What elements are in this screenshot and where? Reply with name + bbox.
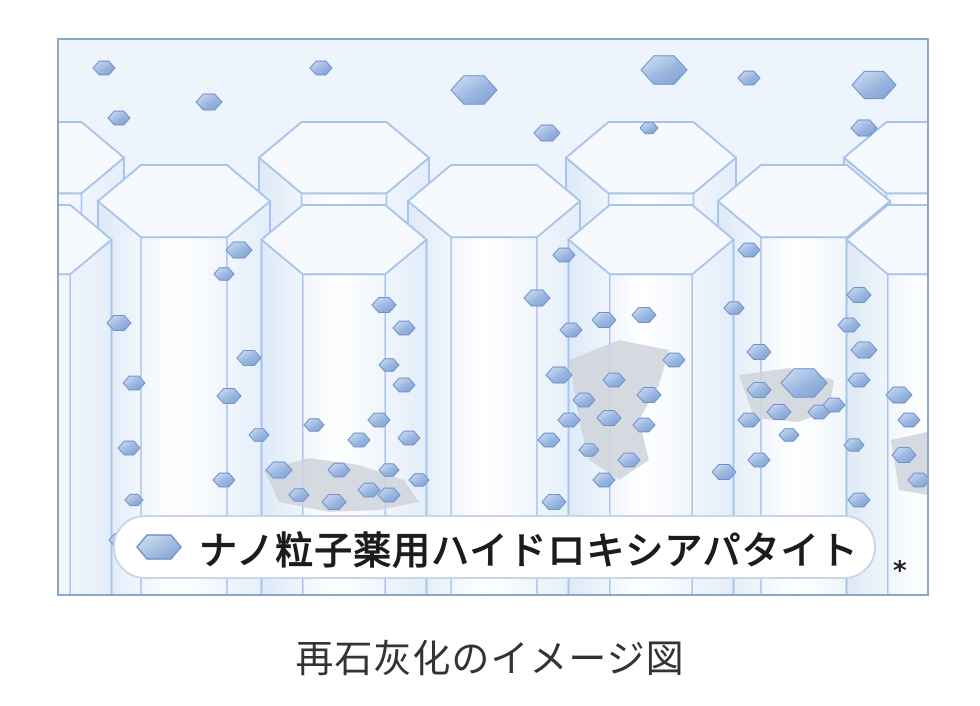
particle <box>850 119 878 137</box>
particle <box>631 307 657 323</box>
particle <box>639 121 659 135</box>
particle <box>837 317 861 333</box>
particle <box>213 267 235 281</box>
particle <box>723 301 745 315</box>
prism-top <box>716 164 892 239</box>
particle <box>747 452 771 468</box>
particle <box>195 93 223 111</box>
particle <box>236 350 262 366</box>
particle <box>216 388 242 404</box>
particle <box>592 472 616 488</box>
particle <box>303 418 325 432</box>
particle <box>367 412 391 428</box>
particle <box>248 428 270 442</box>
particle <box>847 492 871 508</box>
particle <box>408 473 430 487</box>
particle <box>392 320 416 336</box>
particle <box>288 488 310 502</box>
prism-top <box>259 204 429 276</box>
hexagon-particle-icon <box>136 534 182 560</box>
particle <box>640 55 688 85</box>
particle <box>523 289 551 307</box>
particle <box>397 430 421 446</box>
particle <box>572 392 596 408</box>
particle <box>309 60 333 76</box>
particle <box>746 382 772 398</box>
prism-top <box>59 121 126 195</box>
prism-top <box>844 204 927 276</box>
particle <box>117 440 141 456</box>
particle <box>537 432 561 448</box>
remineralization-illustration <box>57 38 929 596</box>
particle <box>541 494 567 510</box>
prism-top <box>564 121 738 195</box>
prism-body <box>59 238 113 594</box>
particle <box>847 372 871 388</box>
particle <box>617 452 641 468</box>
particle <box>552 247 576 263</box>
hydroxyapatite-particles <box>92 55 927 548</box>
particle <box>212 472 236 488</box>
prism-top <box>406 164 582 239</box>
particle <box>265 461 293 479</box>
particle <box>377 487 401 503</box>
particle <box>897 412 921 428</box>
prism-top <box>59 204 114 276</box>
particle <box>846 287 872 303</box>
particle <box>851 70 897 100</box>
particle <box>327 462 351 478</box>
particle <box>891 447 917 463</box>
prism-top <box>257 121 431 195</box>
particle <box>357 482 381 498</box>
particle <box>107 110 131 126</box>
particle <box>106 315 132 331</box>
particle <box>378 463 400 477</box>
particle <box>746 344 772 360</box>
particle <box>780 368 828 398</box>
particle <box>450 75 498 105</box>
particle <box>596 410 622 426</box>
particle <box>822 397 846 413</box>
particle <box>591 312 617 328</box>
particle <box>533 124 561 142</box>
particle <box>392 377 416 393</box>
particle <box>559 322 583 338</box>
particle <box>711 464 737 480</box>
particle <box>737 70 761 86</box>
particle <box>378 358 400 372</box>
legend: ナノ粒子薬用ハイドロキシアパタイト <box>113 515 876 579</box>
legend-label: ナノ粒子薬用ハイドロキシアパタイト <box>199 528 859 573</box>
particle <box>737 412 761 428</box>
particle <box>843 438 865 452</box>
particle <box>545 366 573 384</box>
prism-top <box>566 204 736 276</box>
prism-top <box>96 164 272 239</box>
particle <box>321 494 347 510</box>
particle <box>907 472 927 488</box>
mineral-deposits <box>264 340 927 512</box>
particle <box>737 242 761 258</box>
particle <box>632 417 656 433</box>
particle <box>347 432 371 448</box>
figure-caption: 再石灰化のイメージ図 <box>295 637 685 681</box>
enamel-prism <box>59 204 114 594</box>
particle <box>124 493 144 507</box>
particle <box>850 341 878 359</box>
particle <box>122 375 146 391</box>
particle <box>371 297 397 313</box>
particle <box>885 386 913 404</box>
particle <box>92 60 116 76</box>
enamel-scene <box>59 40 927 594</box>
footnote-mark: * <box>893 556 907 586</box>
particle <box>778 428 800 442</box>
particle <box>578 443 600 457</box>
particle <box>662 352 686 368</box>
particle <box>225 241 253 259</box>
prism-top <box>842 121 927 195</box>
particle <box>766 404 792 420</box>
particle <box>557 412 581 428</box>
particle <box>636 387 662 403</box>
particle <box>602 372 626 388</box>
